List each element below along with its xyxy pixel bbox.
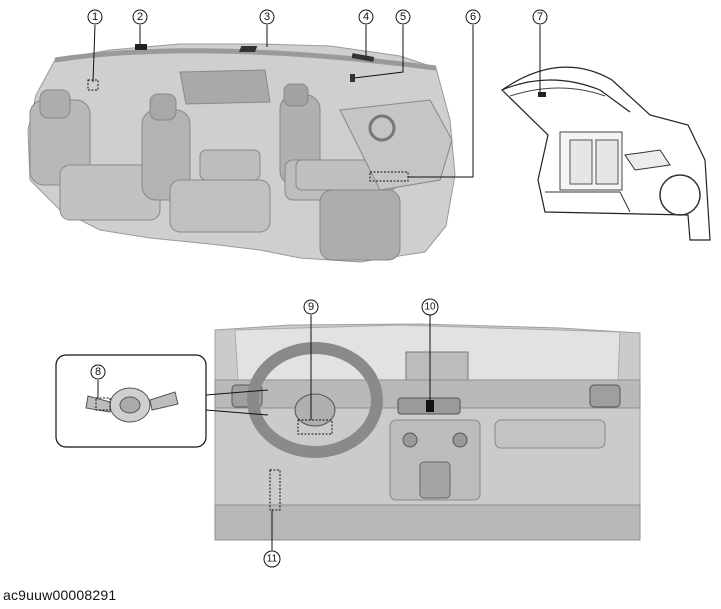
component-marker-3 bbox=[239, 46, 258, 52]
svg-text:9: 9 bbox=[308, 301, 314, 313]
component-marker-2 bbox=[135, 44, 147, 50]
component-marker-7 bbox=[538, 92, 546, 97]
svg-text:1: 1 bbox=[92, 11, 98, 23]
component-marker-10 bbox=[426, 400, 434, 412]
component-marker-5 bbox=[350, 74, 355, 82]
callout-2: 2 bbox=[132, 9, 148, 25]
component-marker-11 bbox=[269, 469, 281, 511]
callout-10: 10 bbox=[421, 298, 439, 316]
svg-text:10: 10 bbox=[424, 302, 436, 313]
svg-text:2: 2 bbox=[137, 11, 143, 23]
dashboard-illustration bbox=[214, 323, 641, 541]
leader-lines bbox=[92, 24, 541, 550]
svg-text:8: 8 bbox=[95, 366, 101, 378]
rear-liftgate-illustration bbox=[501, 66, 711, 241]
combination-switch-illustration bbox=[85, 387, 179, 423]
callout-1: 1 bbox=[87, 9, 103, 25]
callout-5: 5 bbox=[395, 9, 411, 25]
component-marker-9 bbox=[297, 419, 333, 435]
figure-code: ac9uuw00008291 bbox=[3, 587, 117, 603]
cabin-cutaway-illustration bbox=[27, 43, 456, 263]
component-marker-4 bbox=[351, 53, 375, 62]
steering-wheel bbox=[247, 342, 383, 458]
svg-text:7: 7 bbox=[537, 11, 543, 23]
second-row-seat bbox=[141, 93, 271, 233]
component-marker-8 bbox=[95, 397, 111, 411]
callout-6: 6 bbox=[465, 9, 481, 25]
callout-7: 7 bbox=[532, 9, 548, 25]
third-row-seat bbox=[29, 89, 161, 221]
callout-3: 3 bbox=[259, 9, 275, 25]
svg-text:5: 5 bbox=[400, 11, 406, 23]
callout-4: 4 bbox=[358, 9, 374, 25]
svg-text:4: 4 bbox=[363, 11, 369, 23]
svg-text:6: 6 bbox=[470, 11, 476, 23]
svg-text:11: 11 bbox=[267, 554, 278, 565]
callout-8: 8 bbox=[90, 364, 106, 380]
callout-11: 11 bbox=[263, 550, 281, 568]
svg-text:3: 3 bbox=[264, 11, 270, 23]
callout-9: 9 bbox=[303, 299, 319, 315]
